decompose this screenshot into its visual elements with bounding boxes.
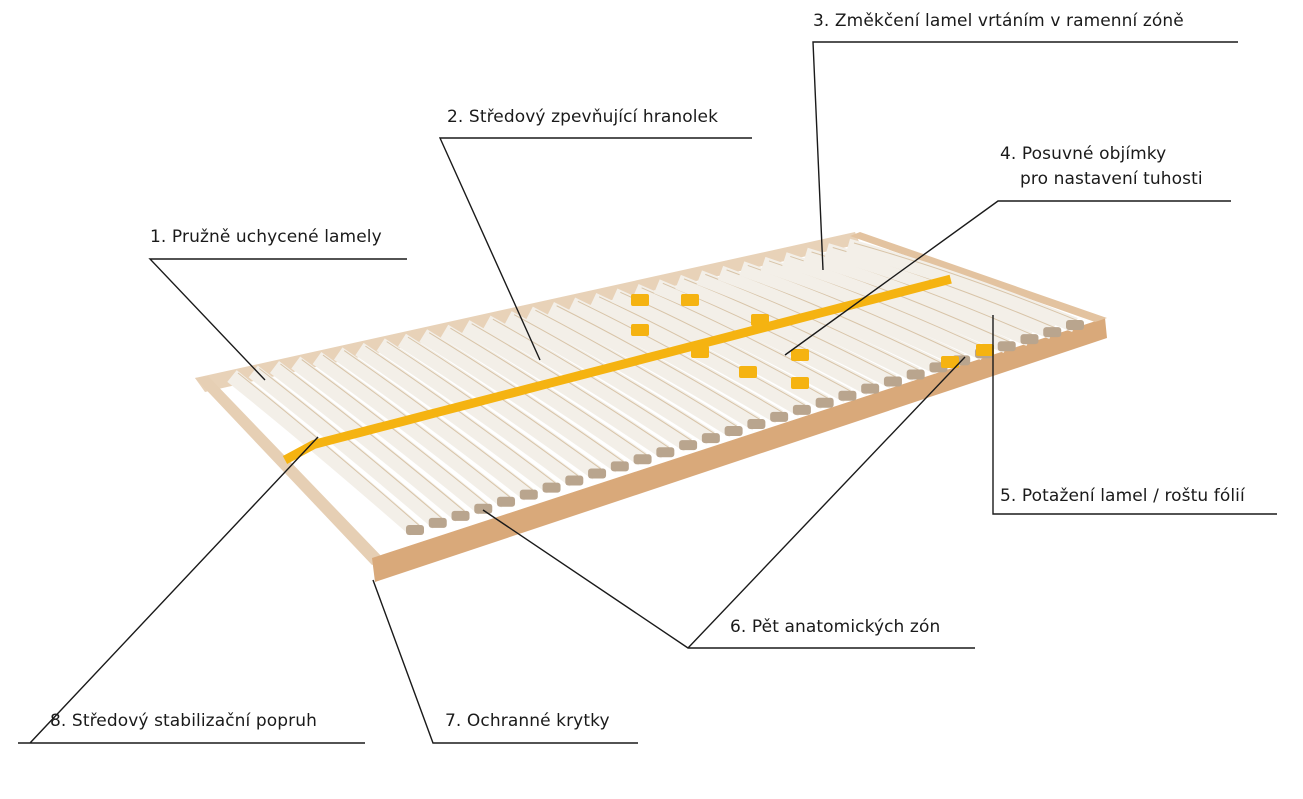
protective-cap xyxy=(815,397,834,408)
label-4-line1: 4. Posuvné objímky xyxy=(1000,144,1167,164)
protective-cap xyxy=(1043,327,1062,338)
sliding-sleeve xyxy=(681,294,699,306)
leader-line-1 xyxy=(148,258,407,381)
protective-cap xyxy=(588,468,607,479)
label-6: 6. Pět anatomických zón xyxy=(730,617,941,637)
sliding-sleeve xyxy=(631,324,649,336)
slat xyxy=(355,342,557,494)
leader-line-4 xyxy=(784,200,1231,356)
protective-cap xyxy=(997,341,1016,352)
sliding-sleeve xyxy=(941,356,959,368)
sliding-sleeve xyxy=(691,346,709,358)
slat xyxy=(845,238,1078,332)
leader-line-3 xyxy=(812,41,1238,271)
slat xyxy=(248,365,443,529)
label-8: 8. Středový stabilizační popruh xyxy=(50,711,317,731)
label-2: 2. Středový zpevňující hranolek xyxy=(447,107,719,127)
sliding-sleeve xyxy=(751,314,769,326)
protective-cap xyxy=(656,447,675,458)
leader-line-6b xyxy=(687,356,966,649)
protective-cap xyxy=(474,503,493,514)
slat xyxy=(333,347,534,501)
sliding-sleeve xyxy=(791,377,809,389)
label-5: 5. Potažení lamel / roštu fólií xyxy=(1000,486,1245,506)
protective-cap xyxy=(792,404,811,415)
label-4-line2: pro nastavení tuhosti xyxy=(1020,169,1203,189)
leader-line-2 xyxy=(438,137,752,361)
protective-cap xyxy=(906,369,925,380)
protective-cap xyxy=(1020,334,1039,345)
protective-cap xyxy=(542,482,561,493)
protective-cap xyxy=(679,440,698,451)
protective-cap xyxy=(724,426,743,437)
head-end-rail xyxy=(195,376,385,565)
label-1: 1. Pružně uchycené lamely xyxy=(150,227,382,247)
protective-cap xyxy=(701,433,720,444)
stabilizing-strap xyxy=(282,274,952,464)
leader-line-5 xyxy=(992,315,1277,515)
leader-line-7 xyxy=(372,579,638,744)
protective-cap xyxy=(406,525,424,535)
slat xyxy=(227,370,420,536)
sliding-sleeve xyxy=(739,366,757,378)
protective-cap xyxy=(861,383,880,394)
foot-end-rail xyxy=(850,232,1107,322)
protective-cap xyxy=(451,510,470,521)
protective-cap xyxy=(883,376,902,387)
protective-cap xyxy=(633,454,652,465)
protective-cap xyxy=(497,496,516,507)
protective-cap xyxy=(838,390,857,401)
center-strap xyxy=(282,274,994,464)
slat xyxy=(312,351,511,508)
protective-cap xyxy=(1066,320,1084,330)
front-rail xyxy=(372,318,1107,582)
protective-cap xyxy=(565,475,584,486)
protective-cap xyxy=(747,418,766,429)
label-3: 3. Změkčení lamel vrtáním v ramenní zóně xyxy=(813,11,1184,31)
protective-cap xyxy=(519,489,538,500)
protective-cap xyxy=(770,411,789,422)
slat xyxy=(269,361,466,522)
slats xyxy=(227,238,1084,536)
slat xyxy=(291,356,489,515)
leader-line-8 xyxy=(18,436,365,744)
slat-edge xyxy=(853,242,1082,323)
leader-lines xyxy=(18,41,1277,744)
sliding-sleeve xyxy=(791,349,809,361)
sliding-sleeve xyxy=(631,294,649,306)
sliding-sleeve xyxy=(976,344,994,356)
protective-cap xyxy=(610,461,629,472)
protective-cap xyxy=(428,517,447,528)
label-7: 7. Ochranné krytky xyxy=(445,711,610,731)
